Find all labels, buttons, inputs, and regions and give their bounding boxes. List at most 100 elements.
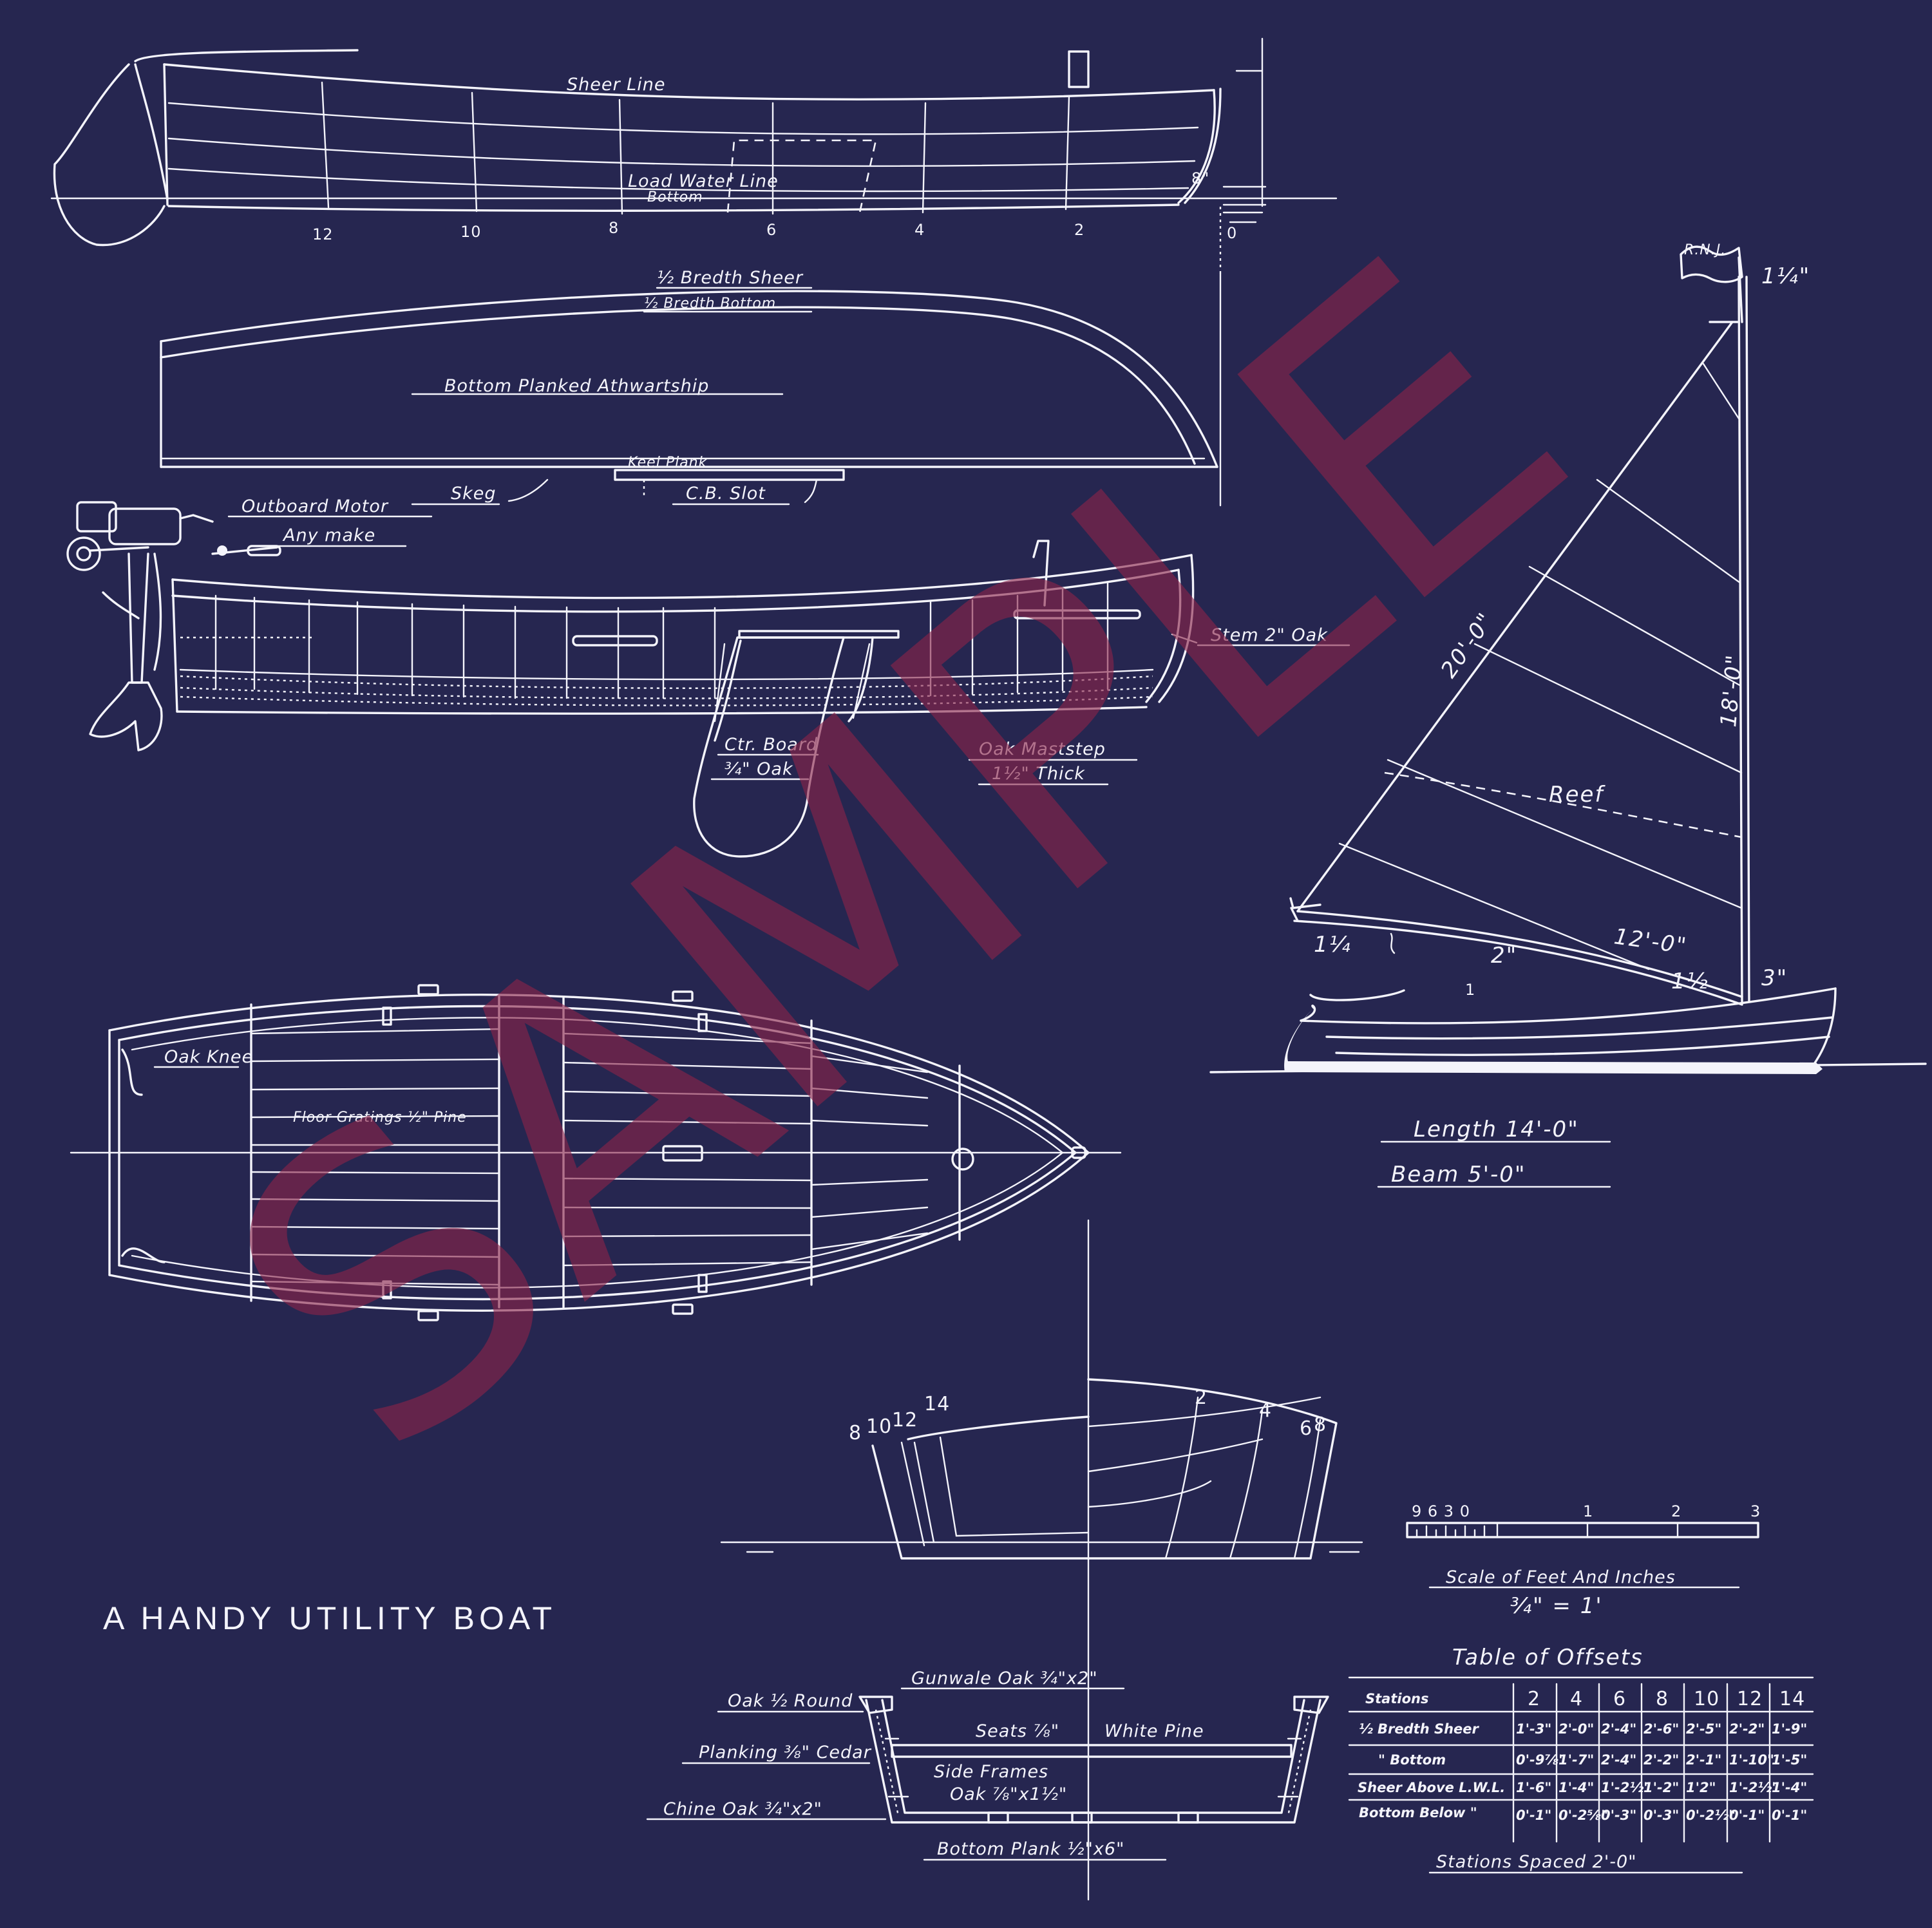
offsets-column-header: 4 (1570, 1688, 1583, 1710)
mark-label: 1 (1465, 981, 1475, 999)
bottom-plank-label: Bottom Plank ½"x6" (937, 1839, 1124, 1859)
station-number: 14 (924, 1393, 950, 1415)
station-number: 8 (849, 1422, 862, 1444)
offsets-cell: 0'-3" (1643, 1808, 1679, 1823)
scale-ratio: ¾" = 1' (1510, 1593, 1603, 1619)
drawing-title: A HANDY UTILITY BOAT (103, 1600, 556, 1636)
station-number: 8 (609, 219, 619, 237)
offsets-cell: 2'-2" (1729, 1721, 1765, 1737)
planking-label: Bottom Planked Athwartship (444, 376, 709, 396)
half-breadth-sheer-label: ½ Bredth Sheer (657, 268, 804, 288)
side-frames-label: Side Frames (934, 1762, 1048, 1782)
offsets-column-header: 12 (1737, 1688, 1763, 1710)
offsets-row-label: Sheer Above L.W.L. (1358, 1780, 1505, 1795)
load-water-line-label: Load Water Line (628, 171, 779, 191)
fwd-station-numbers: 2 4 6 8 (1195, 1386, 1326, 1440)
boom-label: 12'-0" (1613, 923, 1689, 959)
mast-length-label: 18'-0" (1716, 653, 1748, 728)
any-make-label: Any make (282, 525, 375, 545)
mast-head-label: 1¼" (1761, 263, 1810, 289)
offsets-cell: 1'-4" (1772, 1780, 1807, 1795)
offsets-cell: 1'-9" (1772, 1721, 1807, 1737)
offsets-cell: 1'-6" (1516, 1780, 1551, 1795)
outboard-motor (66, 501, 281, 751)
offsets-cell: 1'-2½" (1729, 1780, 1779, 1795)
side-frames-dim-label: Oak ⅞"x1½" (950, 1784, 1067, 1804)
stem-label: Stem 2" Oak (1211, 625, 1328, 645)
offsets-column-header: Stations (1365, 1691, 1428, 1706)
gunwale-label: Gunwale Oak ¾"x2" (911, 1668, 1098, 1688)
keel-plank-label: Keel Plank (628, 455, 708, 471)
offsets-header-row: Stations 2 4 6 8 10 12 14 (1365, 1688, 1805, 1710)
station-number: 2 (1074, 221, 1084, 239)
boom-mid-label: 2" (1491, 943, 1517, 969)
offsets-cell: 2'-5" (1686, 1721, 1721, 1737)
offsets-row-label: Bottom Below " (1359, 1805, 1477, 1820)
station-number: 10 (866, 1415, 892, 1438)
scale-ticks-inches: 9 6 3 0 (1412, 1502, 1470, 1520)
half-breadth-view: ½ Bredth Sheer ½ Bredth Bottom Bottom Pl… (160, 206, 1222, 507)
aft-station-numbers: 8 10 12 14 (849, 1393, 950, 1444)
offsets-cell: 1'-4" (1558, 1780, 1594, 1795)
offsets-cell: 2'-0" (1558, 1721, 1594, 1737)
offsets-cell: 1'-2" (1643, 1780, 1679, 1795)
principal-dimensions: Length 14'-0" Beam 5'-0" (1377, 1117, 1611, 1188)
scale-tick: 1 (1583, 1502, 1593, 1520)
offsets-cell: 1'-7" (1558, 1752, 1594, 1768)
inboard-profile-view: Outboard Motor Any make Stem 2" Oak Ctr.… (66, 496, 1350, 858)
maststep-label: Oak Maststep (979, 739, 1106, 759)
offsets-column-header: 8 (1656, 1688, 1669, 1710)
offsets-cell: 0'-2⅝" (1558, 1808, 1608, 1823)
offsets-column-header: 2 (1528, 1688, 1540, 1710)
offsets-column-header: 14 (1779, 1688, 1805, 1710)
offsets-row: Bottom Below " 0'-1" 0'-2⅝" 0'-3" 0'-3" … (1359, 1805, 1807, 1823)
offsets-title: Table of Offsets (1452, 1645, 1643, 1670)
planking-label: Planking ⅜" Cedar (699, 1743, 872, 1763)
offsets-row: Sheer Above L.W.L. 1'-6" 1'-4" 1'-2½" 1'… (1358, 1780, 1807, 1795)
offsets-cell: 2'-2" (1643, 1752, 1679, 1768)
outboard-motor-label: Outboard Motor (242, 496, 389, 516)
station-number: 0 (1227, 224, 1237, 242)
beam-label: Beam 5'-0" (1391, 1162, 1526, 1187)
offsets-cell: 1'2" (1686, 1780, 1716, 1795)
sample-watermark: SAMPLE (149, 180, 1645, 1540)
scale-bar: 9 6 3 0 1 2 3 Scale of Feet And Inches ¾… (1406, 1502, 1761, 1619)
floor-gratings-label: Floor Gratings ½" Pine (293, 1110, 467, 1126)
offsets-cell: 1'-3" (1516, 1721, 1551, 1737)
mast-base-label: 3" (1761, 965, 1788, 991)
offsets-table: Table of Offsets Stations 2 4 6 8 10 12 … (1348, 1645, 1814, 1874)
profile-view: Sheer Line Load Water Line Bottom 8" 12 … (50, 37, 1338, 247)
draft-label: 8" (1191, 169, 1209, 187)
offsets-footer: Stations Spaced 2'-0" (1436, 1852, 1637, 1872)
offsets-row-label: ½ Bredth Sheer (1359, 1721, 1480, 1737)
station-numbers: 12 10 8 6 4 2 0 (312, 219, 1237, 243)
cb-slot-label: C.B. Slot (686, 484, 766, 504)
flag-label: R.N.J. (1684, 242, 1726, 258)
offsets-cell: 0'-9⅞" (1516, 1752, 1566, 1768)
offsets-cell: 1'-10" (1729, 1752, 1774, 1768)
body-plan-view: 8 10 12 14 2 4 6 8 (720, 1219, 1363, 1901)
ctr-board-label: Ctr. Board (724, 735, 818, 755)
half-round-label: Oak ½ Round (728, 1691, 853, 1711)
length-label: Length 14'-0" (1414, 1117, 1579, 1142)
station-number: 2 (1195, 1386, 1208, 1409)
station-number: 6 (766, 221, 777, 239)
offsets-cell: 0'-1" (1772, 1808, 1807, 1823)
offsets-cell: 0'-1" (1516, 1808, 1551, 1823)
offsets-cell: 1'-5" (1772, 1752, 1807, 1768)
oak-knee-label: Oak Knee (164, 1047, 253, 1067)
ctr-board-oak-label: ¾" Oak (724, 759, 793, 779)
scale-tick: 2 (1671, 1502, 1681, 1520)
offsets-cell: 2'-4" (1601, 1721, 1636, 1737)
scale-tick: 3 (1750, 1502, 1761, 1520)
offsets-row: " Bottom 0'-9⅞" 1'-7" 2'-4" 2'-2" 2'-1" … (1378, 1752, 1807, 1768)
chine-label: Chine Oak ¾"x2" (663, 1799, 822, 1819)
offsets-cell: 0'-3" (1601, 1808, 1636, 1823)
offsets-cell: 2'-6" (1643, 1721, 1679, 1737)
station-number: 12 (312, 225, 334, 243)
offsets-cell: 0'-1" (1729, 1808, 1765, 1823)
boom-end-label: 1¼ (1314, 932, 1352, 958)
reef-label: Reef (1549, 782, 1605, 808)
